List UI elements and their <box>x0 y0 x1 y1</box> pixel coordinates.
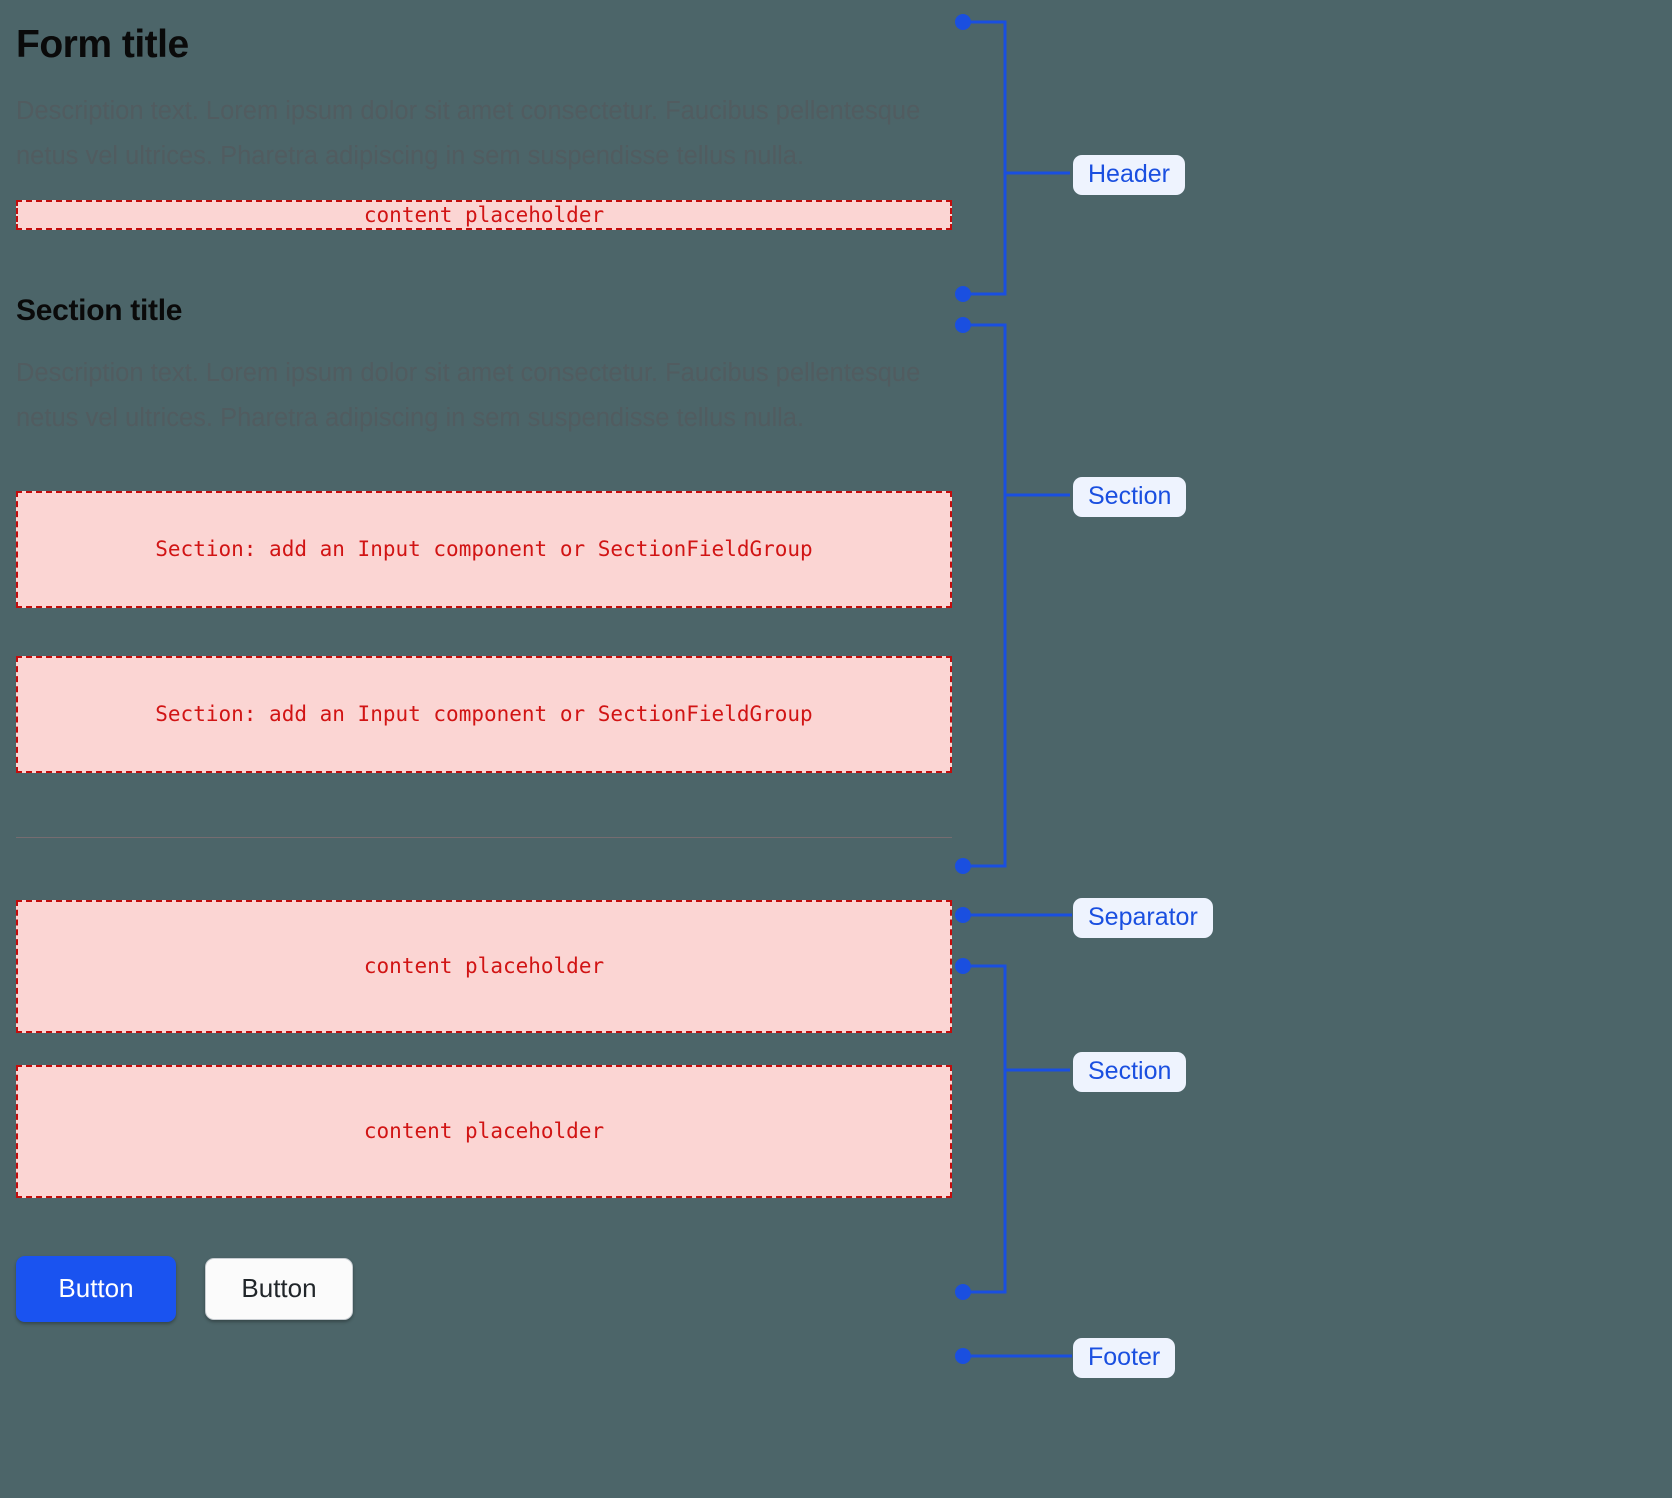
section-one-placeholder-b[interactable]: Section: add an Input component or Secti… <box>16 655 952 773</box>
section-one-placeholder-a[interactable]: Section: add an Input component or Secti… <box>16 490 952 608</box>
primary-button[interactable]: Button <box>16 1255 176 1322</box>
anchor-dot-section-two-top <box>955 958 971 974</box>
section-two-placeholder-b[interactable]: content placeholder <box>16 1064 952 1198</box>
form-header-description: Description text. Lorem ipsum dolor sit … <box>16 96 921 171</box>
annotation-tag-header: Header <box>1073 155 1185 195</box>
anchor-dot-header-bottom <box>955 286 971 302</box>
section-two-placeholder-a[interactable]: content placeholder <box>16 899 952 1033</box>
annotation-tag-separator: Separator <box>1073 898 1213 938</box>
anchor-dot-header-top <box>955 14 971 30</box>
annotation-tag-footer: Footer <box>1073 1338 1176 1378</box>
section-one-title: Section title <box>16 293 183 327</box>
section-two-region: content placeholder content placeholder <box>16 899 952 1198</box>
section-one-bracket <box>963 323 1007 868</box>
annotation-tag-section-two: Section <box>1073 1052 1187 1092</box>
section-one-region: Section title Description text. Lorem ip… <box>16 294 952 773</box>
anchor-dot-section-one-top <box>955 317 971 333</box>
header-content-placeholder[interactable]: content placeholder <box>16 199 952 230</box>
anchor-dot-separator <box>955 907 971 923</box>
annotation-anchor-dots <box>955 14 971 1364</box>
form-footer-region: Button Button <box>16 1255 952 1322</box>
form-title: Form title <box>16 23 189 66</box>
header-bracket <box>963 20 1007 296</box>
anchor-dot-section-two-bottom <box>955 1284 971 1300</box>
annotation-tag-section-one: Section <box>1073 477 1187 517</box>
form-header-region: Form title Description text. Lorem ipsum… <box>16 0 952 230</box>
anchor-dot-section-one-bottom <box>955 858 971 874</box>
form-separator <box>16 836 952 838</box>
section-two-bracket <box>963 964 1007 1294</box>
secondary-button[interactable]: Button <box>205 1257 353 1320</box>
form-layout-root: Form title Description text. Lorem ipsum… <box>16 0 952 1498</box>
section-one-description: Description text. Lorem ipsum dolor sit … <box>16 359 921 433</box>
anchor-dot-footer <box>955 1348 971 1364</box>
